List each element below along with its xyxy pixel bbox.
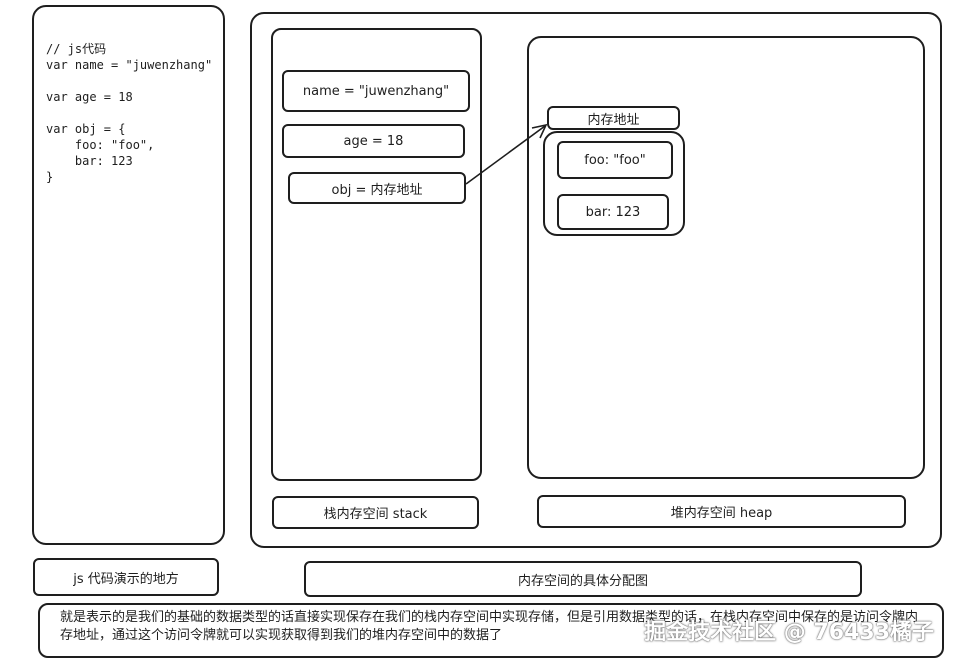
stack-item-label: age = 18 — [343, 133, 404, 149]
stack-caption-text: 栈内存空间 stack — [323, 507, 428, 522]
heap-field-foo: foo: "foo" — [557, 141, 673, 179]
heap-address-text: 内存地址 — [587, 112, 640, 128]
code-line: foo: "foo", — [46, 138, 155, 152]
heap-caption: 堆内存空间 heap — [537, 495, 906, 528]
code-block: // js代码 var name = "juwenzhang" var age … — [46, 41, 212, 185]
code-line: var name = "juwenzhang" — [46, 58, 213, 72]
code-panel — [32, 5, 225, 545]
code-area-caption-text: js 代码演示的地方 — [73, 571, 179, 587]
stack-item-label: obj = 内存地址 — [331, 182, 423, 198]
code-line: } — [46, 170, 54, 184]
description-box — [38, 603, 944, 658]
heap-field-label: foo: "foo" — [584, 152, 646, 168]
code-line: bar: 123 — [46, 154, 133, 168]
stack-item-age: age = 18 — [282, 124, 465, 158]
heap-field-label: bar: 123 — [585, 204, 641, 220]
description-text: 就是表示的是我们的基础的数据类型的话直接实现保存在我们的栈内存空间中实现存储，但… — [60, 610, 919, 643]
stack-item-obj: obj = 内存地址 — [288, 172, 466, 204]
memory-area-caption-text: 内存空间的具体分配图 — [517, 573, 648, 589]
stack-item-name: name = "juwenzhang" — [282, 70, 470, 112]
heap-field-bar: bar: 123 — [557, 194, 669, 230]
code-line: var obj = { — [46, 122, 126, 136]
memory-area-caption: 内存空间的具体分配图 — [304, 561, 862, 597]
heap-caption-text: 堆内存空间 heap — [670, 506, 773, 521]
stack-item-label: name = "juwenzhang" — [302, 83, 450, 99]
watermark: 掘金技术社区 @ 76433橘子 — [644, 620, 934, 645]
code-line: var age = 18 — [46, 90, 133, 104]
stack-caption: 栈内存空间 stack — [272, 496, 479, 529]
code-area-caption: js 代码演示的地方 — [33, 558, 219, 596]
heap-address-label: 内存地址 — [547, 106, 680, 130]
code-line: // js代码 — [46, 42, 107, 56]
